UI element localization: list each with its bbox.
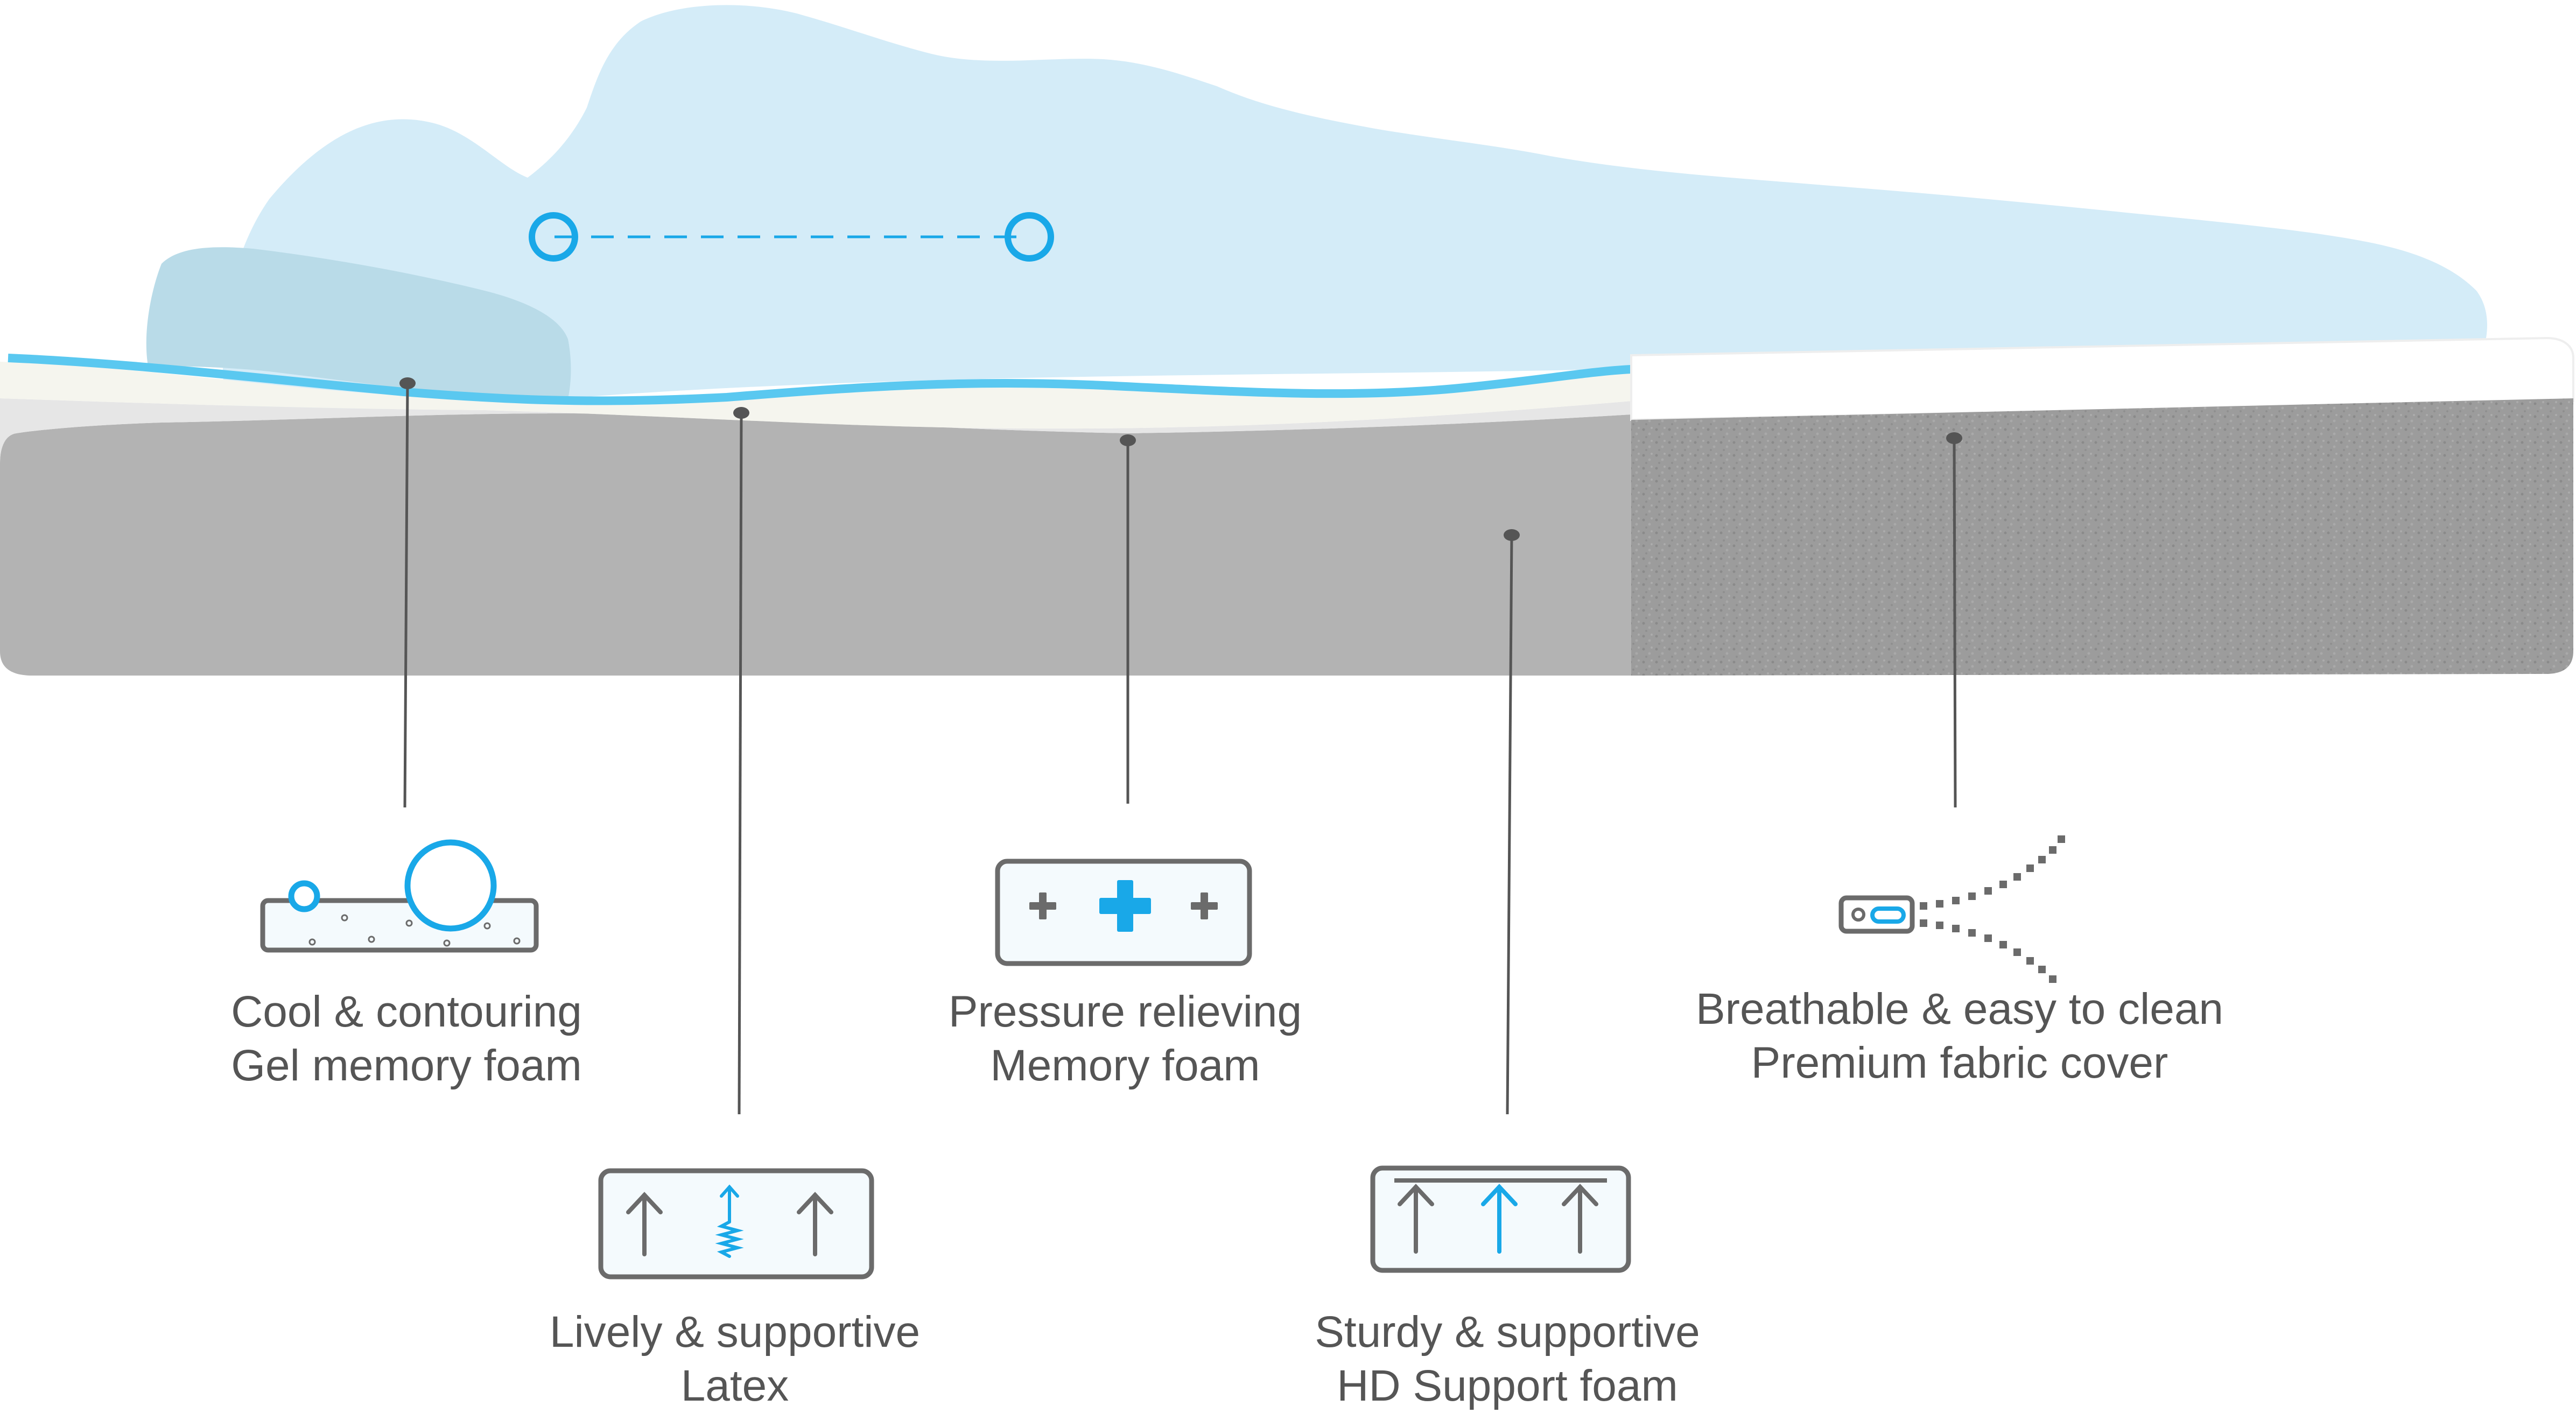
leader-hd — [1506, 535, 1513, 1115]
hd-support-foam-layer — [0, 413, 1631, 676]
sleeper-silhouette — [222, 5, 2488, 411]
leader-latex — [738, 412, 743, 1115]
memory-line1: Pressure relieving — [948, 987, 1302, 1036]
gel-foam-bubbles-icon — [260, 839, 539, 953]
cover-line2: Premium fabric cover — [1751, 1038, 2168, 1087]
leader-cover — [1953, 438, 1957, 808]
gel-line2: Gel memory foam — [231, 1041, 582, 1090]
latex-spring-arrows-icon — [598, 1168, 874, 1280]
pressure-plus-icon — [995, 859, 1252, 966]
shoulder-marker — [529, 212, 578, 262]
support-arrows-icon — [1370, 1165, 1631, 1273]
leader-dots — [399, 377, 1962, 541]
label-hd-support-foam: Sturdy & supportive HD Support foam — [1303, 1305, 1712, 1413]
premium-fabric-cover — [1630, 336, 2574, 676]
label-gel-memory-foam: Cool & contouring Gel memory foam — [213, 985, 600, 1093]
pillow — [146, 247, 571, 409]
gel-memory-foam-layer — [8, 354, 1632, 405]
label-latex: Lively & supportive Latex — [538, 1305, 931, 1413]
label-premium-fabric-cover: Breathable & easy to clean Premium fabri… — [1680, 982, 2240, 1090]
leader-lines — [403, 383, 1957, 1115]
latex-line1: Lively & supportive — [549, 1307, 921, 1356]
memory-line2: Memory foam — [990, 1041, 1260, 1090]
latex-layer — [0, 362, 1631, 429]
cover-line1: Breathable & easy to clean — [1695, 985, 2224, 1034]
hd-line2: HD Support foam — [1337, 1361, 1678, 1410]
zipper-icon — [1838, 835, 2065, 983]
label-memory-foam: Pressure relieving Memory foam — [926, 985, 1324, 1093]
leader-gel — [403, 383, 409, 808]
hd-line1: Sturdy & supportive — [1315, 1307, 1700, 1356]
hip-marker — [1005, 212, 1054, 262]
gel-line1: Cool & contouring — [231, 987, 582, 1036]
latex-line2: Latex — [680, 1361, 789, 1410]
